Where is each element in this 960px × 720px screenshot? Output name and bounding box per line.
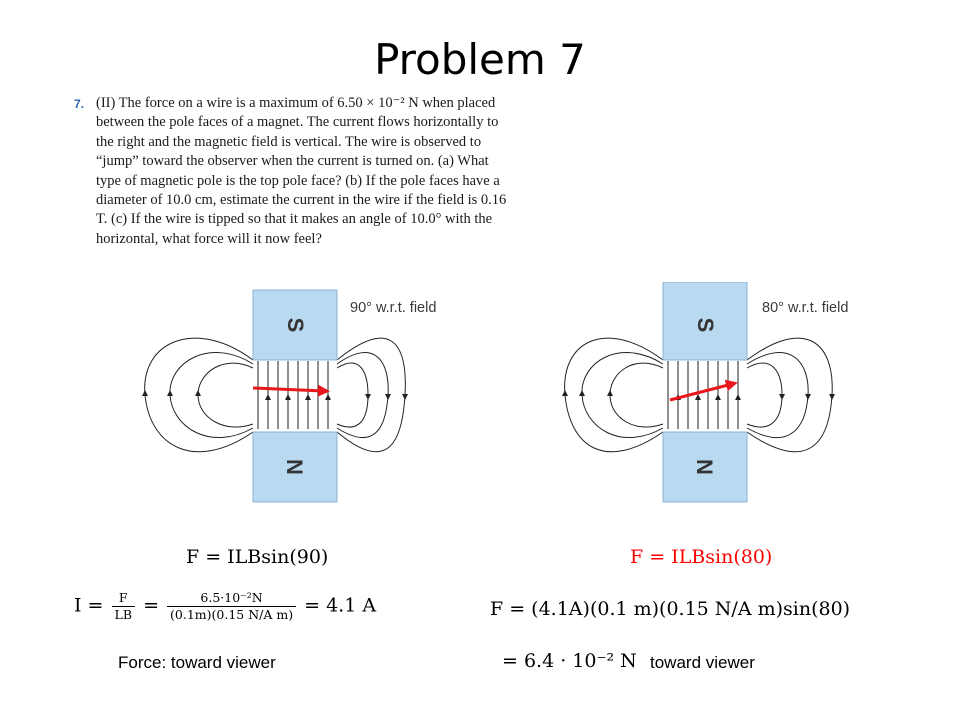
- wire-arrow-right: [669, 379, 738, 402]
- pole-label-s-left: S: [283, 318, 308, 333]
- fraction-f-over-lb: F LB: [111, 590, 136, 623]
- pole-label-n-left: N: [282, 459, 307, 475]
- frac2-numerator: 6.5·10⁻²N: [167, 590, 297, 607]
- magnet-diagram-right: S N: [562, 282, 835, 503]
- problem-statement: 7. (II) The force on a wire is a maximum…: [74, 94, 514, 249]
- problem-text: (II) The force on a wire is a maximum of…: [96, 95, 507, 247]
- field-arrows-left: [142, 390, 408, 400]
- wire-arrow-left: [252, 384, 330, 397]
- substitution-equation: F = (4.1A)(0.1 m)(0.15 N/A m)sin(80): [490, 598, 851, 620]
- force-formula-left: F = ILBsin(90): [186, 546, 329, 568]
- page-title: Problem 7: [374, 35, 586, 84]
- force-result: = 6.4 · 10⁻² N: [502, 650, 637, 672]
- south-pole-right: [662, 282, 748, 361]
- pole-label-n-right: N: [692, 459, 717, 475]
- answer-right: toward viewer: [650, 653, 755, 672]
- current-equation: I = F LB = 6.5·10⁻²N (0.1m)(0.15 N/A m) …: [74, 590, 377, 623]
- frac2-denominator: (0.1m)(0.15 N/A m): [170, 607, 294, 622]
- fraction-numeric: 6.5·10⁻²N (0.1m)(0.15 N/A m): [167, 590, 297, 623]
- north-pole-left: [252, 431, 338, 503]
- south-pole-left: [252, 289, 338, 361]
- current-result: = 4.1 A: [304, 594, 377, 617]
- current-lhs: I =: [74, 594, 104, 617]
- magnet-diagram-left: S N: [142, 289, 408, 503]
- problem-number: 7.: [74, 97, 85, 111]
- figure-caption-right: 80° w.r.t. field: [762, 300, 849, 316]
- force-formula-right: F = ILBsin(80): [630, 546, 773, 568]
- frac1-denominator: LB: [114, 607, 133, 622]
- north-pole-right: [662, 431, 748, 503]
- figure-caption-left: 90° w.r.t. field: [350, 300, 437, 316]
- answer-left: Force: toward viewer: [118, 653, 276, 672]
- frac1-numerator: F: [111, 590, 136, 607]
- pole-label-s-right: S: [693, 318, 718, 333]
